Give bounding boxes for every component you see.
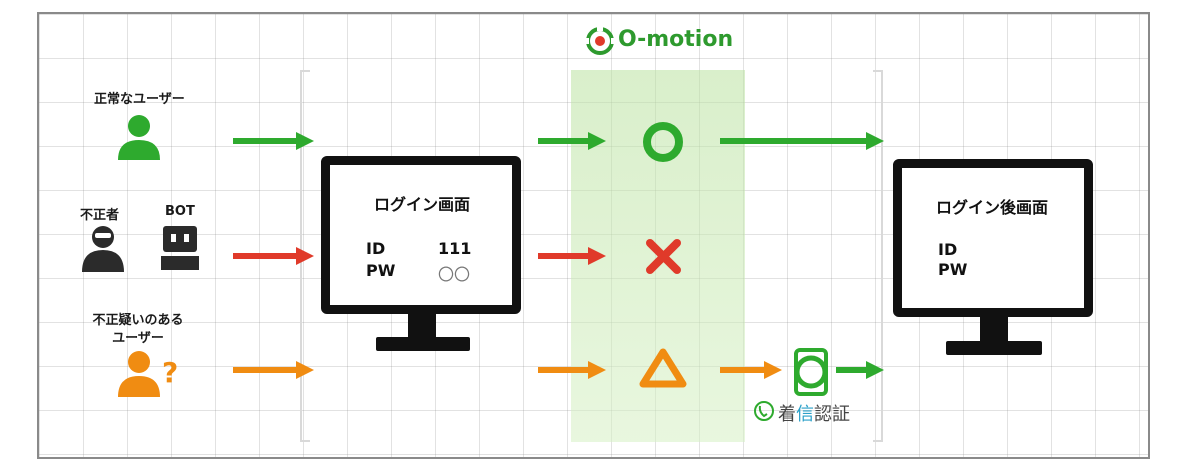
user-icon <box>118 115 160 160</box>
after-login-id-label: ID <box>938 240 958 259</box>
diagram-frame <box>37 12 1150 459</box>
phone-icon <box>754 401 774 421</box>
arrow-normal-to-login <box>233 132 314 150</box>
brand-name: O-motion <box>618 27 734 52</box>
login-pw-value: 〇〇 <box>438 265 471 284</box>
result-ok-icon <box>643 122 683 162</box>
right-bracket <box>873 70 883 442</box>
bot-label: BOT <box>165 204 195 219</box>
user-question-icon <box>118 351 160 397</box>
arrow-suspicious-to-call-auth <box>720 361 782 379</box>
call-auth-highlight: 信 <box>796 404 814 425</box>
arrow-suspicious-to-check <box>538 361 606 379</box>
result-suspicious-icon <box>639 348 687 388</box>
login-monitor: ログイン画面 ID 111 PW 〇〇 <box>321 156 521 314</box>
suspicious-user-label: 不正疑いのある ユーザー <box>92 313 184 346</box>
arrow-fraud-to-check <box>538 247 606 265</box>
call-auth-text: 着信認証 <box>778 404 850 425</box>
normal-user-label: 正常なユーザー <box>94 92 185 107</box>
fraudster-label: 不正者 <box>80 208 120 223</box>
after-login-pw-label: PW <box>938 260 968 279</box>
smartphone-icon <box>794 348 828 396</box>
robot-icon <box>161 226 199 270</box>
omotion-logo-icon <box>584 26 616 55</box>
after-login-monitor: ログイン後画面 ID PW <box>893 159 1093 317</box>
login-screen-title: ログイン画面 <box>374 195 471 214</box>
arrow-normal-to-check <box>538 132 606 150</box>
login-id-label: ID <box>366 239 386 258</box>
after-login-monitor-stand <box>946 312 1042 355</box>
arrow-call-auth-to-after-login <box>836 361 884 379</box>
question-mark-icon: ? <box>162 356 179 389</box>
arrow-suspicious-to-login <box>233 361 314 379</box>
login-pw-label: PW <box>366 261 396 280</box>
masked-user-icon <box>82 226 124 272</box>
login-id-value: 111 <box>438 239 472 258</box>
arrow-ok-to-after-login <box>720 132 884 150</box>
login-monitor-stand <box>376 308 470 351</box>
call-auth-label: 着信認証 <box>778 400 850 426</box>
arrow-fraud-to-login <box>233 247 314 265</box>
after-login-screen-title: ログイン後画面 <box>936 198 1049 217</box>
result-ng-icon <box>646 239 681 274</box>
